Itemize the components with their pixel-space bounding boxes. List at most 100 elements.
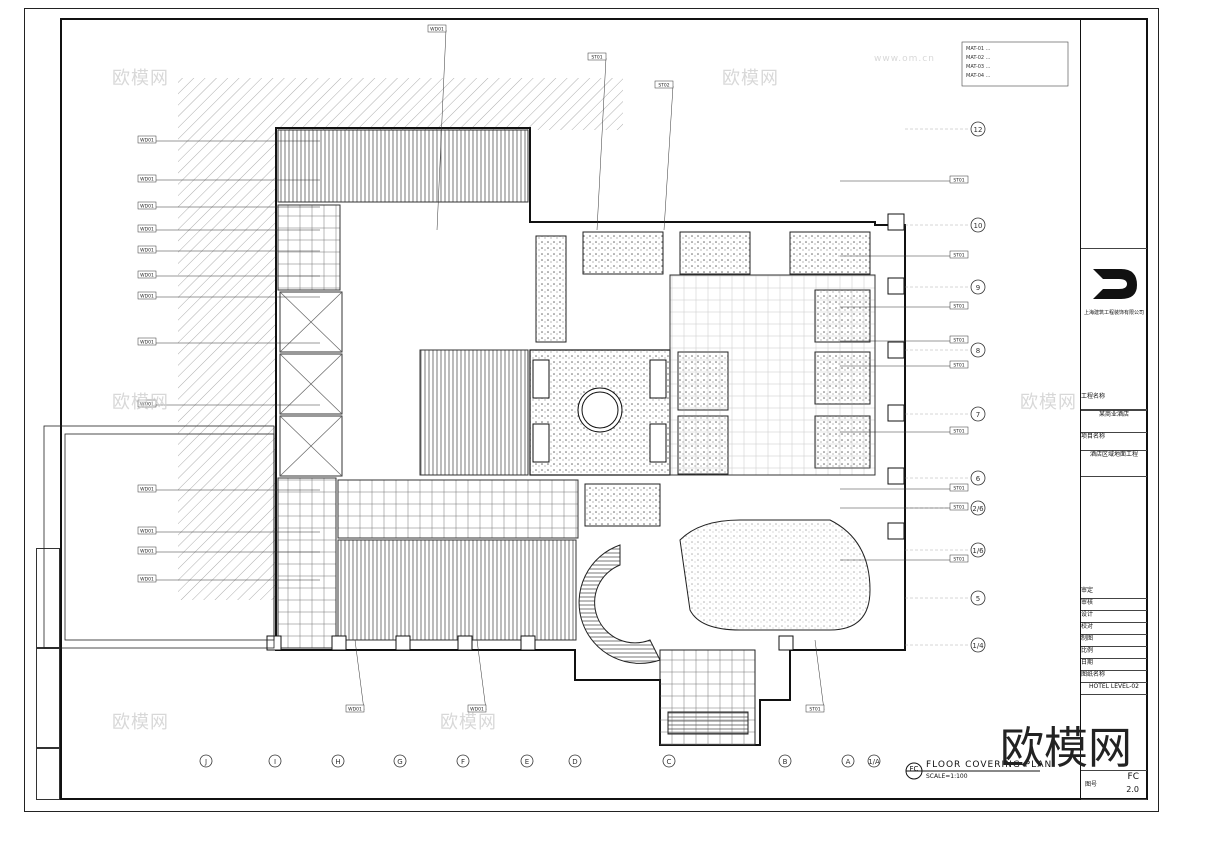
sheet-sub: 2.0 <box>1126 785 1139 794</box>
grid-column-bubble: D <box>568 754 582 768</box>
svg-text:WD01: WD01 <box>140 294 154 300</box>
material-tag: ST01 <box>840 502 969 511</box>
material-tag: WD01 <box>137 399 320 408</box>
svg-text:WD01: WD01 <box>140 402 154 408</box>
material-tag: ST01 <box>805 639 825 713</box>
exterior-hatch-top <box>178 78 623 130</box>
building-outline <box>275 127 906 746</box>
sheet-label: 图号 <box>1085 781 1098 788</box>
svg-text:I: I <box>274 758 276 766</box>
material-tag: ST01 <box>840 554 969 563</box>
room-left-2 <box>279 353 343 415</box>
drawing-label: 图纸名称 <box>1081 670 1147 683</box>
svg-text:WD01: WD01 <box>140 138 154 144</box>
svg-text:ST01: ST01 <box>953 338 964 344</box>
svg-text:A: A <box>846 758 851 766</box>
svg-text:D: D <box>572 758 577 766</box>
drawing-sheet <box>24 8 1159 812</box>
svg-text:WD01: WD01 <box>140 204 154 210</box>
svg-text:WD01: WD01 <box>348 707 362 713</box>
banquet-area <box>679 519 871 631</box>
grid-row-bubble: 10 <box>905 217 986 233</box>
grid-row-bubble: 8 <box>905 342 986 358</box>
grid-column-bubble: B <box>778 754 792 768</box>
material-tag: WD01 <box>137 337 320 346</box>
svg-text:C: C <box>667 758 672 766</box>
svg-text:8: 8 <box>976 347 980 355</box>
grid-row-bubble: 1/6 <box>905 542 986 558</box>
lobby-medallion <box>577 387 623 433</box>
svg-text:WD01: WD01 <box>470 707 484 713</box>
drawing-frame <box>60 18 1148 800</box>
title-symbol: FC <box>909 765 919 773</box>
tb-row: 审定 <box>1081 586 1147 599</box>
watermark-logo: 欧模网 <box>1000 723 1132 774</box>
material-tag: ST01 <box>840 426 969 435</box>
grid-column-bubble: 1/A <box>867 754 881 768</box>
material-tag: WD01 <box>467 639 487 713</box>
svg-text:2/6: 2/6 <box>972 505 984 513</box>
svg-text:ST01: ST01 <box>953 557 964 563</box>
corridor-band <box>337 479 579 539</box>
svg-text:ST01: ST01 <box>953 486 964 492</box>
grid-row-bubble: 6 <box>905 470 986 486</box>
svg-text:ST01: ST01 <box>953 253 964 259</box>
note-line: MAT-04 ... <box>966 73 991 79</box>
tile-area-left <box>277 204 341 291</box>
grid-column-bubble: I <box>268 754 282 768</box>
svg-text:WD01: WD01 <box>140 177 154 183</box>
material-tag: WD01 <box>137 484 320 493</box>
left-binding-strip-1 <box>36 548 60 648</box>
material-tag: ST01 <box>840 483 969 492</box>
svg-text:E: E <box>525 758 529 766</box>
watermark-site: www.om.cn <box>874 54 935 64</box>
room-left-1 <box>279 291 343 353</box>
left-binding-strip-2 <box>36 648 60 748</box>
svg-text:ST01: ST01 <box>953 429 964 435</box>
svg-text:1/4: 1/4 <box>972 642 984 650</box>
material-tag: WD01 <box>137 546 320 555</box>
item-label: 项目名称 <box>1081 432 1147 451</box>
tb-row: 校对 <box>1081 622 1147 635</box>
svg-text:WD01: WD01 <box>140 577 154 583</box>
watermark: 欧模网 <box>1020 392 1077 413</box>
svg-text:WD01: WD01 <box>430 27 444 33</box>
material-tag: ST01 <box>840 175 969 184</box>
grid-column-bubble: C <box>662 754 676 768</box>
svg-text:WD01: WD01 <box>140 487 154 493</box>
note-line: MAT-01 ... <box>966 46 991 52</box>
svg-text:ST02: ST02 <box>658 83 669 89</box>
material-tag: WD01 <box>137 574 320 583</box>
tb-row: 设计 <box>1081 610 1147 623</box>
material-tag: WD01 <box>137 245 320 254</box>
note-line: MAT-03 ... <box>966 64 991 70</box>
grid-column-bubble: F <box>456 754 470 768</box>
svg-text:7: 7 <box>976 411 980 419</box>
left-binding-strip-3 <box>36 748 60 800</box>
svg-text:ST01: ST01 <box>809 707 820 713</box>
sheet-panel: 图号 FC 2.0 <box>1081 770 1147 800</box>
watermark: 欧模网 <box>112 392 169 413</box>
svg-text:9: 9 <box>976 284 980 292</box>
svg-text:1/A: 1/A <box>868 758 880 766</box>
material-tag: WD01 <box>137 270 320 279</box>
wood-floor-mid <box>419 349 529 476</box>
svg-text:WD01: WD01 <box>140 549 154 555</box>
material-tag: WD01 <box>345 639 365 713</box>
drawing-name: HOTEL LEVEL-02 <box>1081 682 1147 695</box>
svg-text:WD01: WD01 <box>140 529 154 535</box>
tb-row: 日期 <box>1081 658 1147 671</box>
svg-text:J: J <box>204 758 207 766</box>
tb-row: 制图 <box>1081 634 1147 647</box>
watermark: 欧模网 <box>440 712 497 733</box>
tb-row: 审核 <box>1081 598 1147 611</box>
grid-column-bubble: A <box>841 754 855 768</box>
svg-text:B: B <box>783 758 788 766</box>
grid-column-bubble: H <box>331 754 345 768</box>
svg-text:F: F <box>461 758 465 766</box>
notes-box <box>961 41 1069 87</box>
tile-area-right <box>669 274 876 476</box>
grid-row-bubble: 5 <box>905 590 986 606</box>
material-tag: ST01 <box>840 360 969 369</box>
